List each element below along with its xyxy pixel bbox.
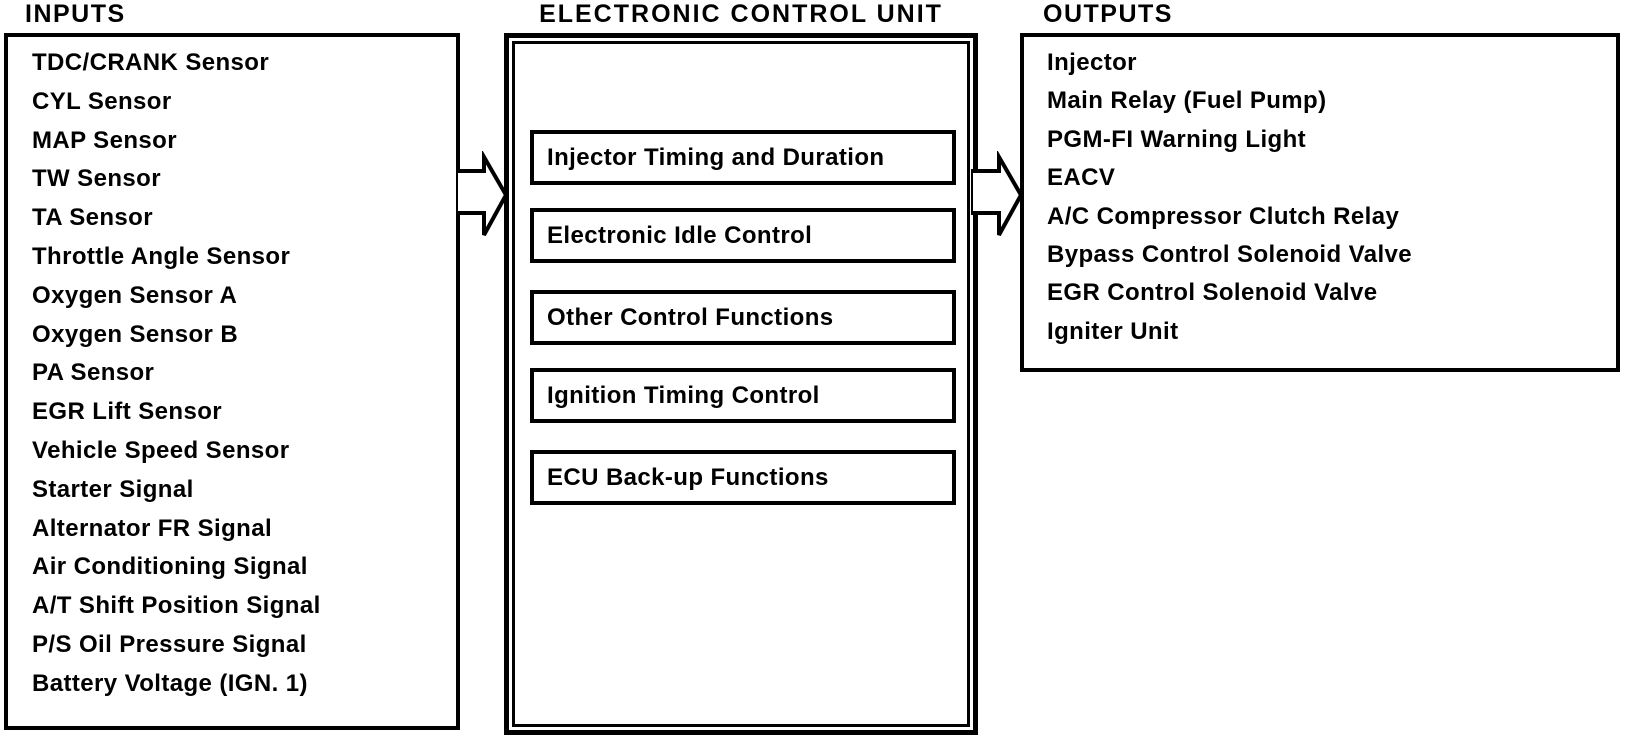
input-item: CYL Sensor	[32, 87, 172, 115]
input-item: Vehicle Speed Sensor	[32, 436, 290, 464]
input-item: Starter Signal	[32, 475, 194, 503]
ecu-function-box: ECU Back-up Functions	[530, 450, 956, 505]
output-item: PGM-FI Warning Light	[1047, 125, 1307, 153]
ecu-function-label: Electronic Idle Control	[547, 221, 813, 249]
output-item: Main Relay (Fuel Pump)	[1047, 87, 1327, 115]
input-item: Alternator FR Signal	[32, 514, 273, 542]
ecu-function-box: Other Control Functions	[530, 290, 956, 345]
ecu-function-label: Injector Timing and Duration	[547, 143, 885, 171]
inputs-box: TDC/CRANK Sensor CYL Sensor MAP Sensor T…	[4, 33, 460, 730]
output-item: EACV	[1047, 164, 1116, 192]
input-item: EGR Lift Sensor	[32, 398, 223, 426]
ecu-function-label: Ignition Timing Control	[547, 381, 820, 409]
input-item: Oxygen Sensor A	[32, 281, 238, 309]
outputs-title: OUTPUTS	[1043, 0, 1173, 28]
input-item: Battery Voltage (IGN. 1)	[32, 669, 308, 697]
ecu-box: Injector Timing and Duration Electronic …	[504, 33, 978, 735]
input-item: TDC/CRANK Sensor	[32, 49, 270, 76]
input-item: TW Sensor	[32, 165, 161, 193]
output-item: EGR Control Solenoid Valve	[1047, 279, 1378, 307]
output-item: Injector	[1047, 49, 1137, 76]
input-item: A/T Shift Position Signal	[32, 592, 321, 620]
outputs-box: Injector Main Relay (Fuel Pump) PGM-FI W…	[1020, 33, 1620, 372]
ecu-box-inner-border	[512, 41, 970, 727]
input-item: Oxygen Sensor B	[32, 320, 239, 348]
ecu-function-box: Electronic Idle Control	[530, 208, 956, 263]
ecu-function-label: Other Control Functions	[547, 303, 834, 331]
input-item: MAP Sensor	[32, 126, 177, 154]
input-item: P/S Oil Pressure Signal	[32, 630, 307, 658]
output-item: A/C Compressor Clutch Relay	[1047, 202, 1400, 230]
output-item: Bypass Control Solenoid Valve	[1047, 241, 1413, 269]
flow-arrow-ecu-to-outputs-icon	[971, 151, 1023, 236]
inputs-title: INPUTS	[25, 0, 126, 28]
input-item: PA Sensor	[32, 359, 155, 387]
output-item: Igniter Unit	[1047, 317, 1179, 345]
flow-arrow-inputs-to-ecu-icon	[456, 151, 508, 236]
input-item: TA Sensor	[32, 204, 153, 232]
ecu-function-box: Ignition Timing Control	[530, 368, 956, 423]
input-item: Air Conditioning Signal	[32, 553, 308, 581]
ecu-function-box: Injector Timing and Duration	[530, 130, 956, 185]
input-item: Throttle Angle Sensor	[32, 242, 291, 270]
ecu-function-label: ECU Back-up Functions	[547, 463, 829, 491]
ecu-title: ELECTRONIC CONTROL UNIT	[539, 0, 943, 28]
